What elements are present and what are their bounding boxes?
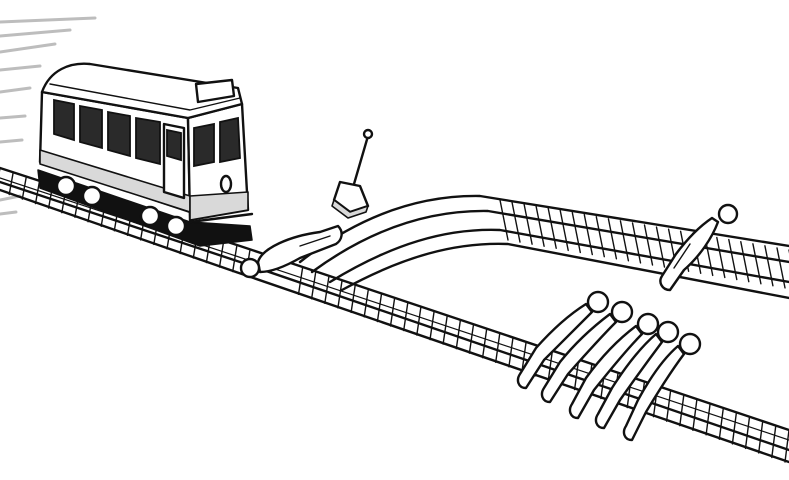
track-tie [416, 307, 422, 336]
person-group-4 [594, 320, 680, 430]
track-tie [583, 213, 593, 256]
person-on-branch [659, 203, 739, 292]
track-tie [718, 407, 724, 440]
branch-track [298, 194, 789, 300]
track-tie [511, 201, 521, 243]
track-tie [619, 220, 630, 262]
motion-lines [0, 16, 97, 216]
track-tie [731, 411, 738, 445]
track-tie [744, 416, 751, 450]
person-group-5 [622, 332, 702, 442]
track-tie [324, 276, 330, 304]
track-tie [758, 420, 764, 454]
track-tie [468, 324, 475, 354]
track-tie [429, 311, 435, 341]
track-tie [692, 398, 698, 431]
track-tie [595, 215, 605, 258]
person-group-1 [516, 290, 610, 390]
track-tie [508, 337, 514, 368]
track-tie [363, 289, 369, 318]
group-on-main-track [516, 290, 702, 442]
track-tie [310, 272, 317, 300]
lever [331, 128, 374, 219]
track-tie [771, 424, 777, 459]
track-tie [521, 342, 527, 372]
track-tie [571, 211, 581, 254]
track-tie [481, 328, 488, 359]
track-tie [716, 236, 726, 279]
track-tie [499, 199, 509, 241]
track-tie [297, 267, 304, 295]
track-tie [389, 298, 396, 327]
track-tie [376, 293, 383, 323]
track-tie [607, 218, 618, 260]
person-at-junction [239, 224, 343, 279]
track-tie [573, 359, 580, 391]
track-tie [559, 209, 569, 252]
track-tie [455, 320, 461, 350]
track-tie [547, 207, 557, 250]
track-tie [655, 226, 666, 268]
track-tie [337, 280, 343, 309]
track-tie [535, 205, 545, 248]
track-tie [643, 224, 654, 266]
track-tie [705, 403, 711, 436]
track-tie [523, 203, 533, 245]
track-tie [784, 429, 789, 463]
trolley [37, 62, 254, 247]
track-tie [34, 180, 41, 205]
track-tie [8, 171, 14, 196]
track-tie [631, 222, 642, 264]
track-tie [442, 315, 448, 345]
person-group-3 [568, 312, 660, 420]
track-tie [350, 285, 356, 314]
track-tie [547, 350, 553, 382]
track-tie [495, 333, 501, 363]
track-tie [665, 390, 672, 422]
track-tie [679, 394, 685, 427]
track-tie [21, 175, 27, 200]
person-group-2 [540, 300, 634, 404]
track-tie [403, 302, 409, 332]
